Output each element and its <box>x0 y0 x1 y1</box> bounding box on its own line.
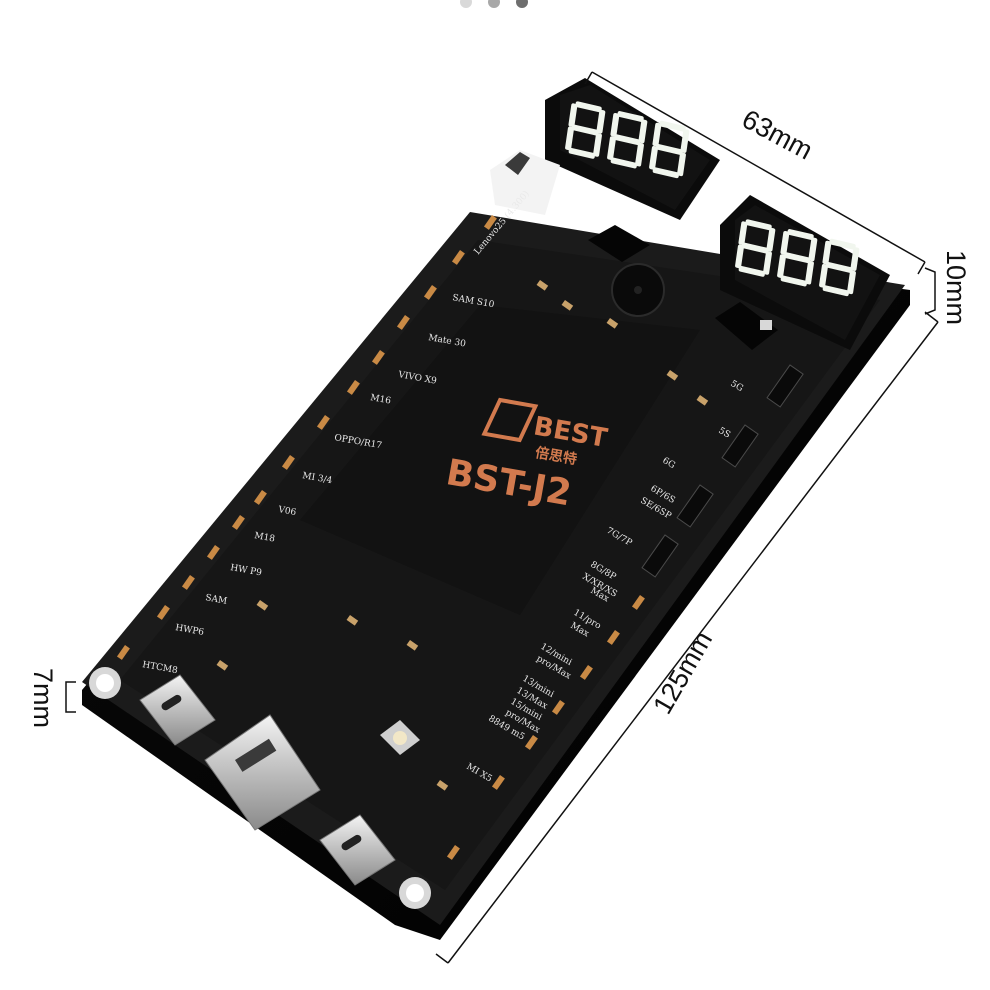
carousel-dot-3[interactable] <box>516 0 528 8</box>
pcb-center-pad <box>300 305 700 615</box>
tactile-button <box>380 720 420 755</box>
ic-chips <box>588 225 778 350</box>
silkscreen-label: M16 <box>369 393 391 406</box>
dimension-thickness <box>65 681 76 713</box>
usb-c-port-2 <box>319 814 396 886</box>
carousel-dot-2[interactable] <box>488 0 500 8</box>
silkscreen-label: SAM <box>204 593 227 607</box>
led-display-2 <box>720 195 890 350</box>
smd-components <box>216 279 709 791</box>
usb-c-port-1 <box>139 674 216 746</box>
dimension-width-label: 63mm <box>737 104 817 166</box>
dimension-thickness-label: 7mm <box>28 668 58 728</box>
battery-connectors-right <box>641 364 804 578</box>
led-display-1 <box>545 78 720 220</box>
carousel-dot-1[interactable] <box>460 0 472 8</box>
dimension-width <box>584 71 926 275</box>
silkscreen-label: HWP6 <box>174 623 204 638</box>
silkscreen-label: V06 <box>276 505 297 518</box>
silkscreen-label: M18 <box>253 531 275 544</box>
battery-connectors-left <box>116 215 645 860</box>
mounting-holes <box>89 667 431 909</box>
dimension-display-height-label: 10mm <box>941 250 971 325</box>
carousel-dots <box>460 0 540 10</box>
usb-a-port <box>204 714 321 831</box>
dimension-display-height <box>924 267 936 315</box>
slide-switch <box>490 150 560 215</box>
